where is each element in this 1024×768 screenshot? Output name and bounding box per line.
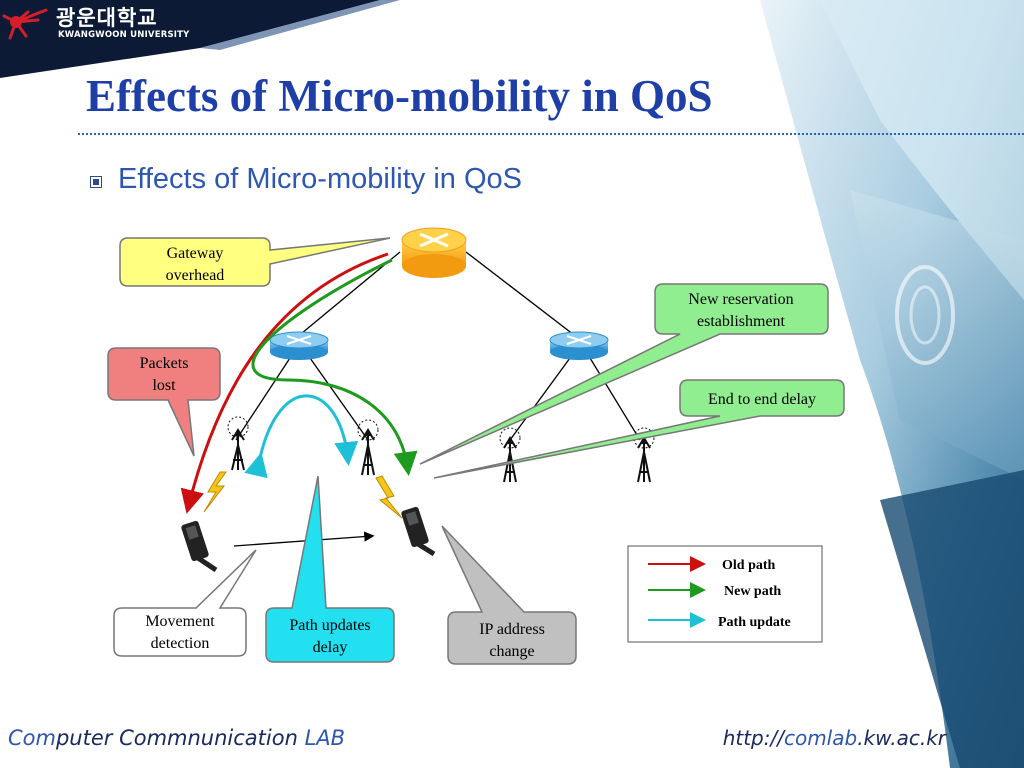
diagram-legend: Old path New path Path update <box>627 545 823 643</box>
callout-text: Packets <box>140 355 189 372</box>
slide-title: Effects of Micro-mobility in QoS <box>86 71 713 121</box>
legend-label: New path <box>724 584 781 599</box>
packets-lost-callout: Packets lost <box>107 347 221 457</box>
footer-lab-name: Computer Commnunication LAB <box>8 726 345 750</box>
callout-text: IP address <box>479 621 545 638</box>
movement-arrow <box>233 531 375 547</box>
new-reservation-callout: New reservation establishment <box>419 283 829 465</box>
footer-text: .kw.ac.kr <box>857 726 946 750</box>
new-path-arrow <box>251 258 418 476</box>
university-name-en: KWANGWOON UNIVERSITY <box>58 30 190 40</box>
base-station-1 <box>227 416 249 471</box>
callout-text: Gateway <box>167 245 224 262</box>
wireless-signal-icon <box>203 471 227 513</box>
left-router <box>269 331 329 360</box>
footer-text: comlab <box>783 726 858 750</box>
wireless-signal-icon <box>375 475 403 519</box>
footer-url: http://comlab.kw.ac.kr <box>723 726 946 750</box>
callout-text: Movement <box>145 613 215 630</box>
callout-text: change <box>489 643 534 660</box>
footer-text: Com <box>8 726 56 750</box>
base-station-2 <box>357 419 379 476</box>
callout-text: delay <box>313 639 348 656</box>
footer-text: LAB <box>304 726 346 750</box>
bullet-item: Effects of Micro-mobility in QoS <box>90 163 522 196</box>
footer-text: puter Commnunication <box>55 726 305 750</box>
network-links <box>235 251 641 441</box>
mobile-node-old <box>181 520 218 573</box>
university-name-kr: 광운대학교 <box>56 6 158 30</box>
footer-text: http:// <box>722 726 784 750</box>
path-update-arrow <box>244 394 359 479</box>
university-logo: 광운대학교 KWANGWOON UNIVERSITY <box>0 0 200 48</box>
callout-text: End to end delay <box>708 391 816 408</box>
callout-text: lost <box>152 377 176 394</box>
title-divider <box>78 133 1024 135</box>
mobile-node-new <box>401 506 436 557</box>
callout-text: detection <box>151 635 210 652</box>
base-station-3 <box>499 427 521 483</box>
gateway-overhead-callout: Gateway overhead <box>119 237 391 287</box>
movement-detection-callout: Movement detection <box>113 549 257 657</box>
callout-text: Path updates <box>289 617 370 634</box>
end-to-end-delay-callout: End to end delay <box>433 379 845 479</box>
callout-text: New reservation <box>688 291 793 308</box>
legend-item-path-update: Path update <box>648 612 791 630</box>
callout-text: establishment <box>697 313 786 330</box>
legend-label: Old path <box>722 558 776 573</box>
callout-text: overhead <box>166 267 225 284</box>
legend-label: Path update <box>718 615 791 630</box>
path-updates-delay-callout: Path updates delay <box>265 475 395 663</box>
ip-address-change-callout: IP address change <box>441 525 577 665</box>
right-router <box>549 331 609 360</box>
square-bullet-icon <box>90 175 102 188</box>
bullet-text: Effects of Micro-mobility in QoS <box>118 163 522 195</box>
micro-mobility-diagram: Gateway overhead Packets lost New reserv… <box>107 227 845 665</box>
legend-item-new-path: New path <box>648 582 781 599</box>
gateway-router <box>401 227 467 278</box>
legend-item-old-path: Old path <box>648 556 776 573</box>
university-emblem-icon <box>2 8 48 40</box>
